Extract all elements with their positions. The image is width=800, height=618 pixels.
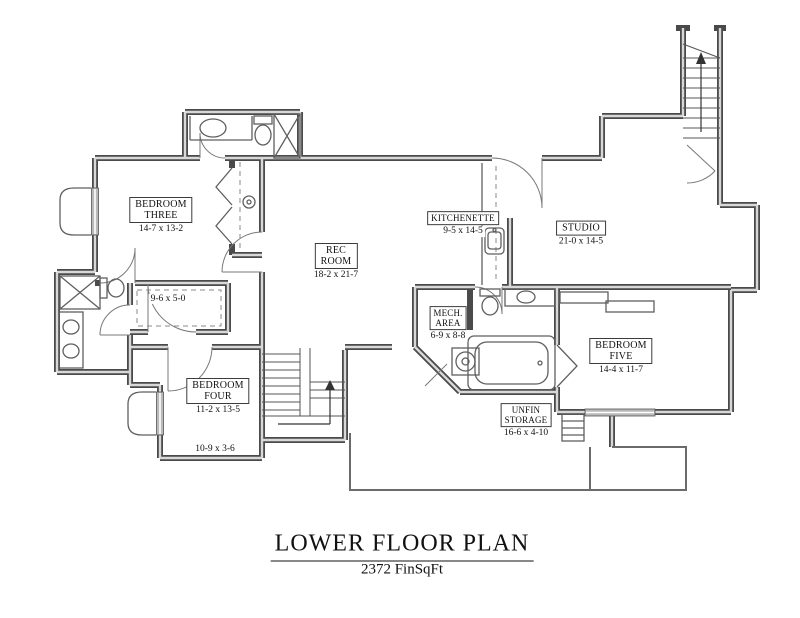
toilet-icon [253,115,273,125]
bedroom-three-closet [239,162,256,252]
room-dims: 21-0 x 14-5 [556,236,606,248]
bifold-closet-door-icon [556,344,578,388]
bathtub-icon [467,335,556,391]
sink-icon [62,343,80,359]
room-label-kitchenette: KITCHENETTE 9-5 x 14-5 [427,211,499,237]
walls [54,25,760,461]
window-well-icon [59,187,91,236]
sink-icon [62,319,80,335]
room-dims: 18-2 x 21-7 [311,270,361,281]
room-name-box: UNFIN STORAGE [500,403,552,428]
sink-icon [199,118,227,138]
room-name: AREA [435,318,461,329]
stair-up-arrow-icon [325,380,335,390]
room-name: BEDROOM [192,380,244,391]
room-name: THREE [144,210,178,222]
room-name: STORAGE [504,415,548,426]
vanity-counter [189,116,253,141]
room-name-box: REC ROOM [314,243,358,270]
hall-closet-shelving [136,289,222,327]
toilet-icon [99,277,108,299]
bifold-closet-door-icon [215,167,233,245]
room-label-bedroom-five: BEDROOM FIVE 14-4 x 11-7 [589,338,653,376]
window-bedroom-five [584,408,656,417]
room-name: MECH. [433,308,463,319]
toilet-icon [479,288,501,297]
window-bedroom-four [127,391,164,436]
doors [99,132,716,392]
water-heater-icon [451,347,480,376]
page-subtitle: 2372 FinSqFt [360,561,444,578]
room-dims: 14-7 x 13-2 [136,224,186,235]
sink-icon [516,290,536,304]
upper-bathroom-fixtures [189,113,301,159]
room-name-box: MECH. AREA [429,306,467,331]
room-dims: 16-6 x 4-10 [501,428,551,439]
window-bedroom-three [59,187,99,236]
stair-up-arrow-icon [696,52,706,64]
room-name: BEDROOM [595,340,647,351]
room-name-box: STUDIO [556,220,606,236]
room-label-bedroom-four: BEDROOM FOUR 11-2 x 13-5 [186,378,250,416]
shower-icon [273,113,301,159]
closet-dims: 9-6 x 5-0 [148,294,188,304]
stairs-main [262,348,345,425]
room-dims: 14-4 x 11-7 [597,365,645,376]
left-bathroom-fixtures [58,275,125,369]
room-name: FIVE [609,351,633,363]
window-well-ladder-icon [561,413,585,442]
room-label-rec-room: REC ROOM 18-2 x 21-7 [311,243,361,281]
room-dims: 6-9 x 8-8 [428,331,468,342]
room-name-box: BEDROOM THREE [129,197,193,224]
center-bathroom-fixtures [467,288,556,391]
room-name: FOUR [204,391,232,403]
room-name: KITCHENETTE [431,213,495,224]
room-dims: 9-5 x 14-5 [441,226,485,237]
room-dims: 11-2 x 13-5 [194,405,242,416]
room-label-unfin-storage: UNFIN STORAGE 16-6 x 4-10 [500,403,552,439]
vanity-counter [58,311,84,369]
room-name: REC [325,245,347,256]
room-name-box: KITCHENETTE [427,211,499,226]
room-label-mech-area: MECH. AREA 6-9 x 8-8 [428,306,468,342]
light-fixture-icon [242,195,256,209]
room-label-studio: STUDIO 21-0 x 14-5 [556,220,606,248]
room-label-bedroom-three: BEDROOM THREE 14-7 x 13-2 [129,197,193,235]
vanity-counter [504,288,556,307]
bedroom-five-closet [559,291,655,313]
room-name: ROOM [320,256,352,268]
page-title: LOWER FLOOR PLAN [270,531,534,562]
room-name: STUDIO [562,222,600,234]
nook-dims: 10-9 x 3-6 [193,444,237,454]
stairs-upper-right [682,43,721,139]
window-well-icon [127,391,156,436]
room-name-box: BEDROOM FIVE [589,338,653,365]
room-name-box: BEDROOM FOUR [186,378,250,405]
room-name: BEDROOM [135,199,187,210]
room-name: UNFIN [511,405,541,416]
patio-outline [349,433,687,491]
